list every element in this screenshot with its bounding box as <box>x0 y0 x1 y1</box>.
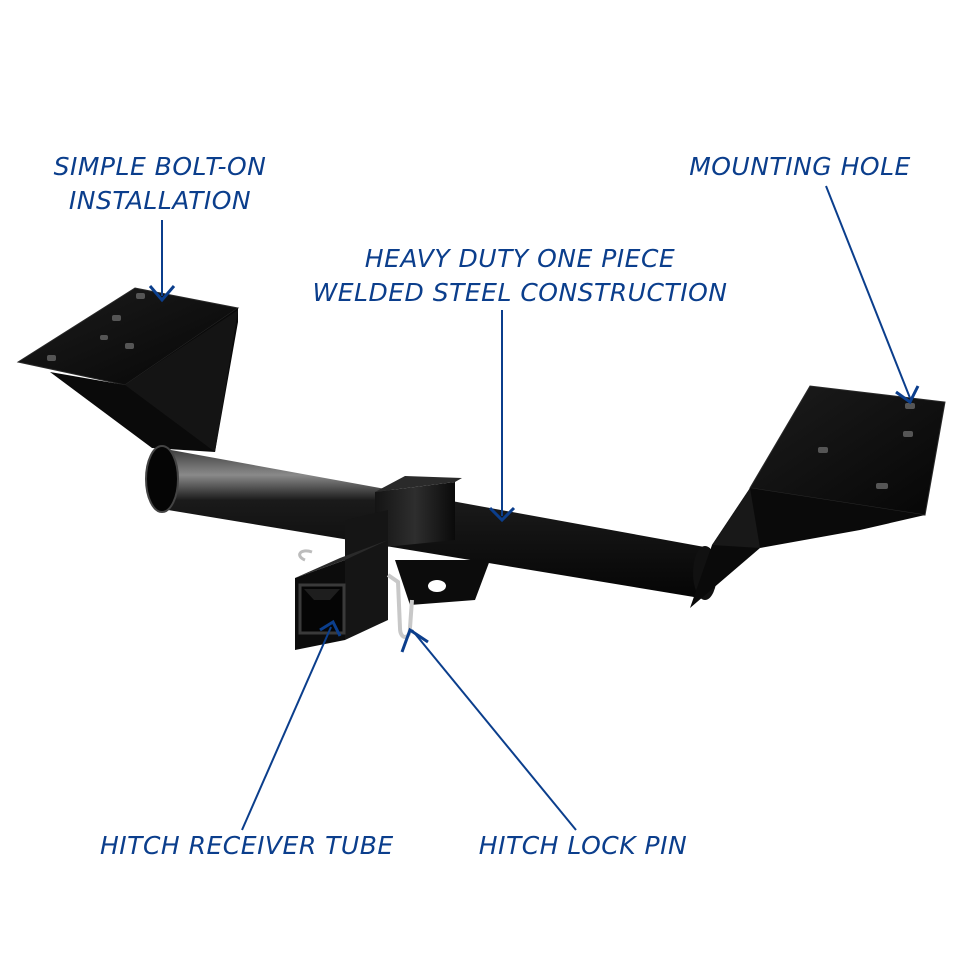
right-mounting-bracket <box>690 385 946 608</box>
bolt-hole <box>903 431 913 437</box>
arrowhead-icon <box>319 619 342 637</box>
callout-line-mounting-hole <box>825 185 911 399</box>
callout-mounting-hole-line1: MOUNTING HOLE <box>689 152 911 181</box>
receiver-assembly <box>295 476 490 650</box>
bolt-hole <box>136 293 145 299</box>
bolt-hole <box>876 483 888 489</box>
callout-line-receiver-tube <box>241 626 332 831</box>
bolt-hole <box>905 403 915 409</box>
callout-construction-line2: WELDED STEEL CONSTRUCTION <box>312 278 728 307</box>
bolt-hole <box>112 315 121 321</box>
callout-lock-pin-line1: HITCH LOCK PIN <box>478 831 688 860</box>
callout-lock-pin: HITCH LOCK PIN <box>468 829 698 863</box>
callout-construction: HEAVY DUTY ONE PIECE WELDED STEEL CONSTR… <box>310 242 730 310</box>
left-mounting-bracket <box>16 287 240 452</box>
safety-chain-hole <box>428 580 446 592</box>
arrowhead-icon <box>148 285 176 303</box>
callout-line-lock-pin <box>411 629 577 831</box>
bolt-hole <box>818 447 828 453</box>
bolt-hole <box>125 343 134 349</box>
bolt-hole <box>47 355 56 361</box>
callout-bolt-on-line2: INSTALLATION <box>68 186 252 215</box>
callout-lines <box>148 185 920 831</box>
callout-bolt-on-installation: SIMPLE BOLT-ON INSTALLATION <box>40 150 280 218</box>
callout-mounting-hole: MOUNTING HOLE <box>680 150 920 184</box>
arrowhead-icon <box>488 506 516 523</box>
callout-receiver-tube-line1: HITCH RECEIVER TUBE <box>100 831 394 860</box>
arrowhead-icon <box>400 627 429 653</box>
receiver-opening <box>298 583 346 635</box>
callout-construction-line1: HEAVY DUTY ONE PIECE <box>364 244 676 273</box>
callout-bolt-on-line1: SIMPLE BOLT-ON <box>53 152 267 181</box>
arrowhead-icon <box>895 385 920 405</box>
bolt-hole <box>100 335 108 340</box>
callout-receiver-tube: HITCH RECEIVER TUBE <box>100 829 394 863</box>
